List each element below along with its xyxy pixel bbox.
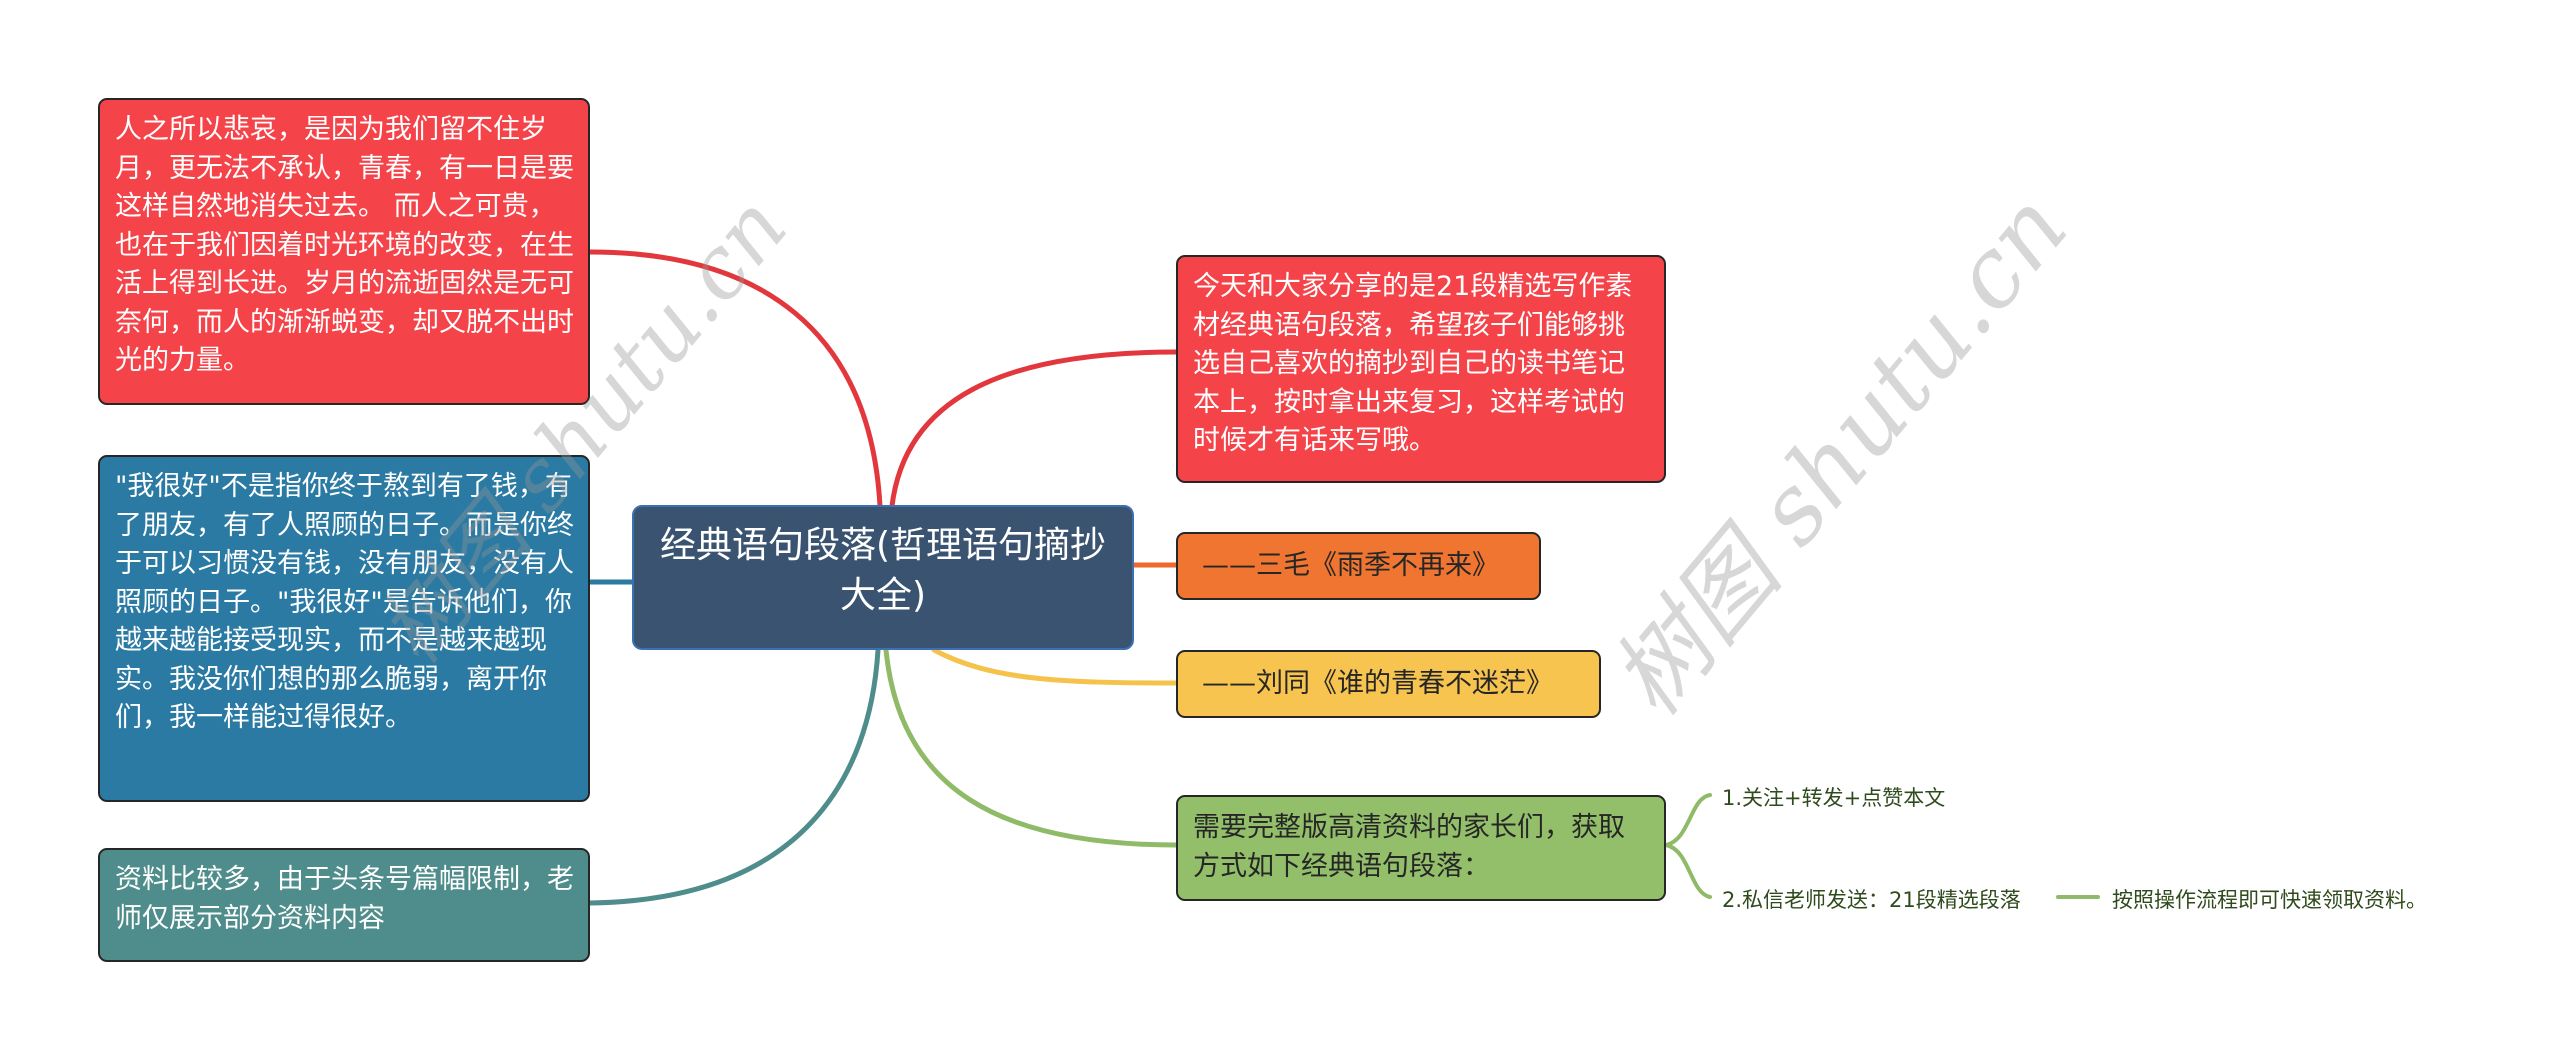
left-node-im-fine-quote[interactable]: "我很好"不是指你终于熬到有了钱，有了朋友，有了人照顾的日子。而是你终于可以习惯…	[98, 455, 590, 802]
central-topic[interactable]: 经典语句段落(哲理语句摘抄大全)	[632, 505, 1134, 650]
node-text: 人之所以悲哀，是因为我们留不住岁月，更无法不承认，青春，有一日是要这样自然地消失…	[115, 114, 574, 376]
link-left-red	[587, 249, 883, 509]
node-text: ——三毛《雨季不再来》	[1202, 550, 1499, 581]
link-left-teal	[587, 647, 881, 906]
link-right-green	[883, 647, 1179, 848]
link-right-red	[889, 349, 1179, 509]
node-text: ——刘同《谁的青春不迷茫》	[1202, 668, 1553, 699]
leaf-follow-steps[interactable]: 按照操作流程即可快速领取资料。	[2112, 884, 2427, 914]
right-node-liutong-source[interactable]: ——刘同《谁的青春不迷茫》	[1176, 650, 1601, 718]
node-text: "我很好"不是指你终于熬到有了钱，有了朋友，有了人照顾的日子。而是你终于可以习惯…	[115, 471, 574, 733]
right-node-get-materials[interactable]: 需要完整版高清资料的家长们，获取方式如下经典语句段落：	[1176, 795, 1666, 901]
leaf-follow-share-like[interactable]: 1.关注+转发+点赞本文	[1722, 782, 1945, 812]
node-text: 需要完整版高清资料的家长们，获取方式如下经典语句段落：	[1193, 812, 1625, 882]
link-right-yellow	[931, 647, 1179, 686]
link-green-child-1	[1664, 793, 1712, 847]
left-node-limited-content-note[interactable]: 资料比较多，由于头条号篇幅限制，老师仅展示部分资料内容	[98, 848, 590, 962]
right-node-intro[interactable]: 今天和大家分享的是21段精选写作素材经典语句段落，希望孩子们能够挑选自己喜欢的摘…	[1176, 255, 1666, 483]
link-green-child-2	[1664, 843, 1712, 899]
right-node-sanmao-source[interactable]: ——三毛《雨季不再来》	[1176, 532, 1541, 600]
node-text: 资料比较多，由于头条号篇幅限制，老师仅展示部分资料内容	[115, 864, 574, 934]
leaf-text: 按照操作流程即可快速领取资料。	[2112, 888, 2427, 912]
node-text: 今天和大家分享的是21段精选写作素材经典语句段落，希望孩子们能够挑选自己喜欢的摘…	[1193, 271, 1633, 456]
leaf-private-message[interactable]: 2.私信老师发送：21段精选段落	[1722, 884, 2021, 914]
left-node-sadness-quote[interactable]: 人之所以悲哀，是因为我们留不住岁月，更无法不承认，青春，有一日是要这样自然地消失…	[98, 98, 590, 405]
leaf-text: 1.关注+转发+点赞本文	[1722, 786, 1946, 810]
central-topic-label: 经典语句段落(哲理语句摘抄大全)	[659, 525, 1107, 616]
leaf-text: 2.私信老师发送：21段精选段落	[1722, 888, 2021, 912]
